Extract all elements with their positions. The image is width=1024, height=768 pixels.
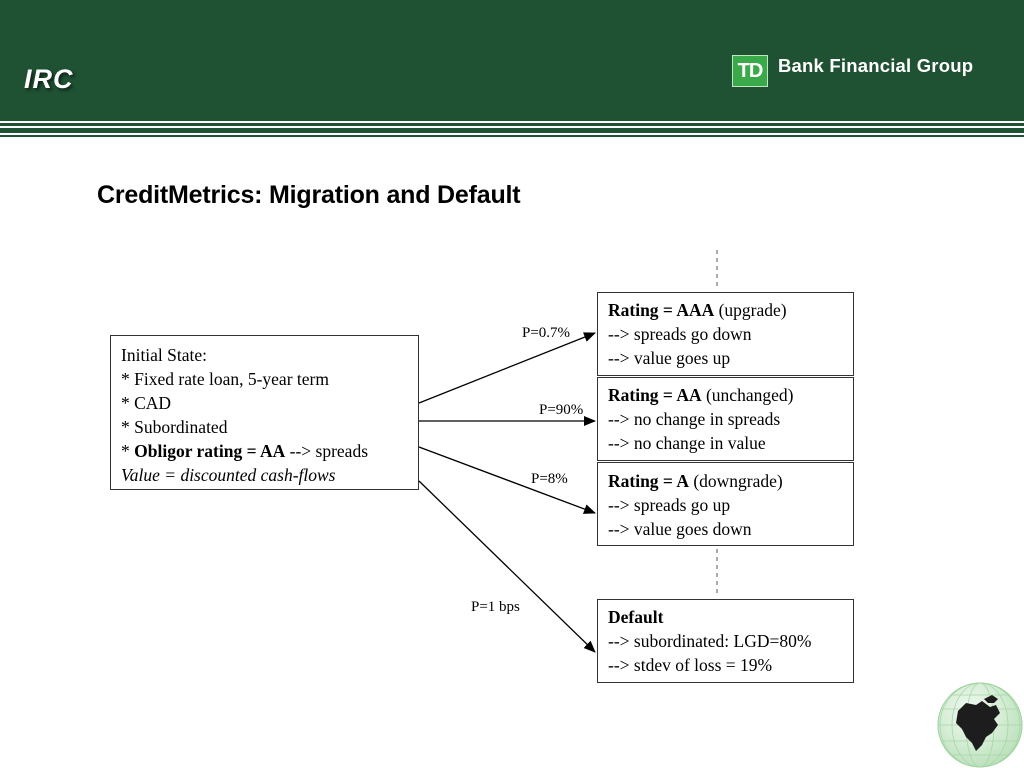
probability-label-aaa: P=0.7% <box>522 325 571 341</box>
arrow-to-default <box>418 480 596 653</box>
obligor-suffix: --> spreads <box>285 441 369 461</box>
slide-title: CreditMetrics: Migration and Default <box>97 181 521 209</box>
valuation-method: Value = discounted cash-flows <box>121 465 336 485</box>
outcome-aa-rating: Rating = AA <box>608 385 702 405</box>
obligor-rating: Obligor rating = AA <box>134 441 286 461</box>
outcome-a-line2: --> value goes down <box>608 519 752 539</box>
initial-state-obligor: * Obligor rating = AA --> spreads <box>121 439 418 463</box>
outcome-aaa-heading: Rating = AAA (upgrade) <box>608 298 853 322</box>
initial-state-box: Initial State: * Fixed rate loan, 5-year… <box>110 335 419 490</box>
globe-icon <box>937 682 1023 768</box>
outcome-aaa-note: (upgrade) <box>714 300 787 320</box>
initial-state-value: Value = discounted cash-flows <box>121 463 418 487</box>
outcome-box-a: Rating = A (downgrade) --> spreads go up… <box>597 462 854 546</box>
probability-label-a: P=8% <box>531 471 568 487</box>
header-rule-middle <box>0 128 1024 133</box>
outcome-aaa-rating: Rating = AAA <box>608 300 715 320</box>
header-band <box>0 0 1024 121</box>
probability-label-default: P=1 bps <box>471 599 520 615</box>
outcome-default-line1: --> subordinated: LGD=80% <box>608 631 812 651</box>
outcome-aa-note: (unchanged) <box>701 385 794 405</box>
initial-state-loan: * Fixed rate loan, 5-year term <box>121 369 329 389</box>
outcome-box-aaa: Rating = AAA (upgrade) --> spreads go do… <box>597 292 854 376</box>
arrow-to-a <box>418 446 596 514</box>
outcome-a-heading: Rating = A (downgrade) <box>608 469 853 493</box>
outcome-aa-line2: --> no change in value <box>608 433 766 453</box>
header-rule-bottom <box>0 135 1024 137</box>
obligor-prefix: * <box>121 441 135 461</box>
outcome-aaa-line1: --> spreads go down <box>608 324 752 344</box>
probability-label-aa: P=90% <box>539 402 584 418</box>
outcome-aaa-line2: --> value goes up <box>608 348 731 368</box>
outcome-aa-line1: --> no change in spreads <box>608 409 781 429</box>
outcome-aa-heading: Rating = AA (unchanged) <box>608 383 853 407</box>
initial-state-heading: Initial State: <box>121 345 208 365</box>
outcome-box-aa: Rating = AA (unchanged) --> no change in… <box>597 377 854 461</box>
initial-state-seniority: * Subordinated <box>121 417 228 437</box>
outcome-a-line1: --> spreads go up <box>608 495 731 515</box>
outcome-box-default: Default --> subordinated: LGD=80% --> st… <box>597 599 854 683</box>
arrow-to-aaa <box>418 332 596 404</box>
header-title: IRC <box>24 64 74 94</box>
initial-state-currency: * CAD <box>121 393 172 413</box>
outcome-default-heading: Default <box>608 605 853 629</box>
outcome-default-rating: Default <box>608 607 664 627</box>
outcome-a-note: (downgrade) <box>688 471 783 491</box>
brand-name: Bank Financial Group <box>778 55 974 76</box>
outcome-a-rating: Rating = A <box>608 471 689 491</box>
header-rule-top <box>0 123 1024 126</box>
outcome-default-line2: --> stdev of loss = 19% <box>608 655 773 675</box>
td-logo-icon: TD <box>732 55 768 87</box>
